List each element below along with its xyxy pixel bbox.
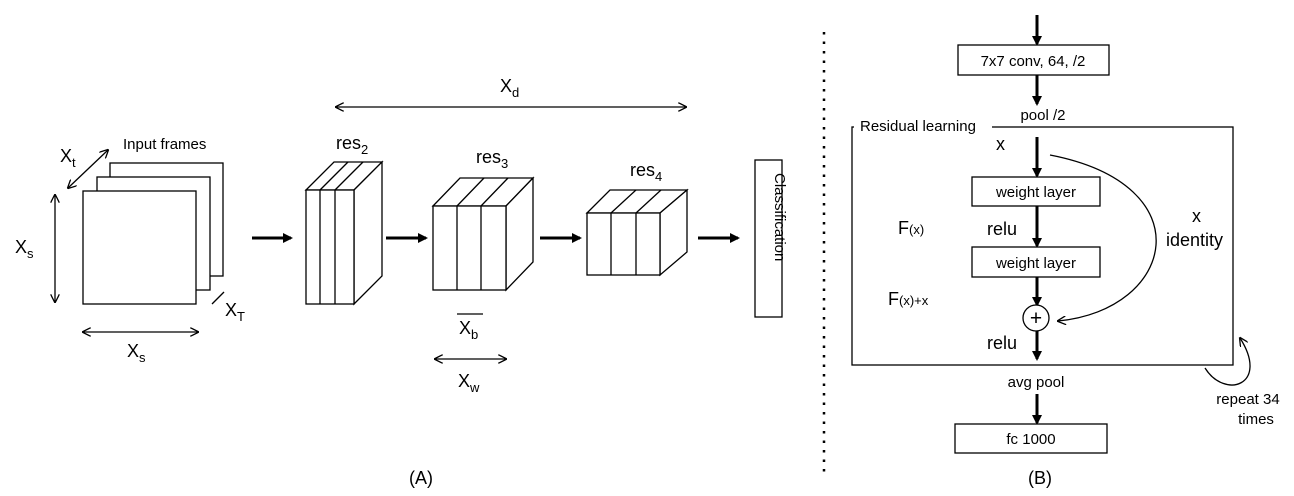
xb-label: Xb (459, 318, 478, 342)
res2-label: res2 (336, 133, 368, 157)
xt-arrow (68, 150, 108, 188)
xT-tick (211, 291, 225, 305)
repeat-label-line2: times (1238, 411, 1274, 428)
xw-label: Xw (458, 371, 480, 395)
residual-learning-frame (851, 126, 1234, 366)
input-frames-stack (82, 162, 224, 305)
panel-b: 7x7 conv, 64, /2 pool /2 Residual learni… (851, 15, 1280, 488)
res3-block (431, 176, 535, 292)
weight-layer-1-label: weight layer (995, 184, 1076, 201)
residual-label-bg (854, 118, 992, 134)
res3-label: res3 (476, 147, 508, 171)
res4-block (585, 188, 689, 277)
caption-a: (A) (409, 468, 433, 488)
weight-layer-1-box (971, 176, 1101, 207)
relu-bottom-label: relu (987, 333, 1017, 353)
panel-a: Input frames Xt Xs Xs XT Xd re (15, 76, 788, 488)
fx-plus-x-label: F(x)+x (888, 289, 929, 309)
xs-horizontal-label: Xs (127, 341, 146, 365)
identity-x-label: x (1192, 206, 1201, 226)
fc-box (954, 423, 1108, 454)
pool-label: pool /2 (1020, 107, 1065, 124)
repeat-arrow (1204, 338, 1251, 386)
avg-pool-label: avg pool (1008, 374, 1065, 391)
caption-b: (B) (1028, 468, 1052, 488)
fx-label: F(x) (898, 218, 924, 238)
identity-label: identity (1166, 230, 1223, 250)
weight-layer-2-box (971, 246, 1101, 278)
conv-label: 7x7 conv, 64, /2 (981, 53, 1086, 70)
identity-skip-arrow (1049, 154, 1157, 321)
residual-learning-label: Residual learning (860, 118, 976, 135)
xT-label: XT (225, 300, 245, 324)
classification-label: Classification (771, 173, 788, 261)
xd-label: Xd (500, 76, 519, 100)
xt-label: Xt (60, 146, 76, 170)
conv-box (957, 44, 1110, 76)
input-frames-label: Input frames (123, 136, 206, 153)
res4-label: res4 (630, 160, 662, 184)
xs-vertical-label: Xs (15, 237, 34, 261)
relu-mid-label: relu (987, 219, 1017, 239)
classification-box (754, 159, 783, 318)
res2-block (304, 160, 384, 306)
plus-symbol: + (1030, 307, 1042, 330)
weight-layer-2-label: weight layer (995, 255, 1076, 272)
repeat-label-line1: repeat 34 (1216, 391, 1279, 408)
fc-label: fc 1000 (1006, 431, 1055, 448)
x-top-label: x (996, 134, 1005, 154)
